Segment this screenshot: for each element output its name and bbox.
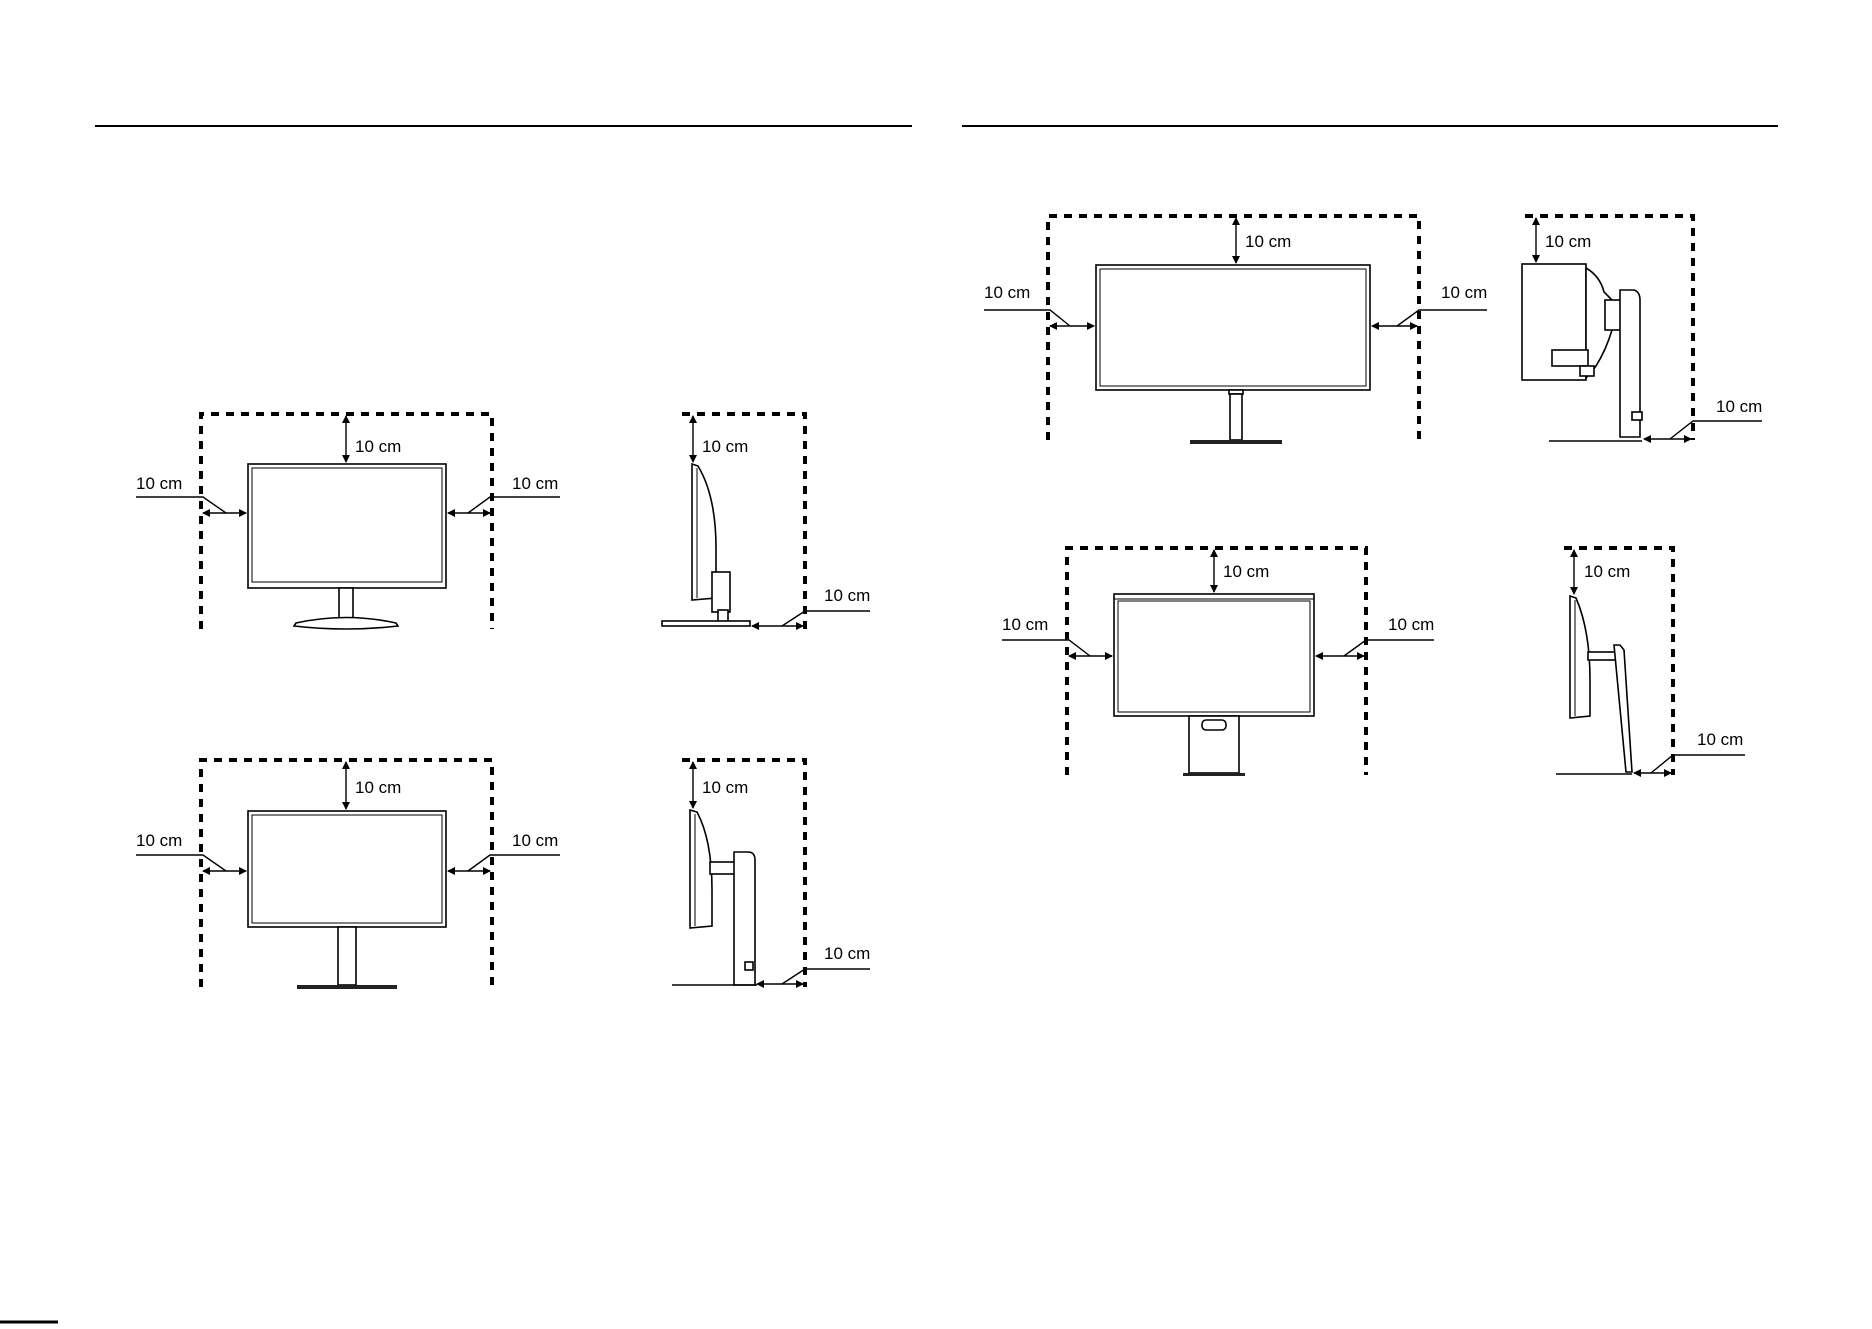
label-top: 10 cm [355, 437, 401, 456]
label-left: 10 cm [984, 283, 1030, 302]
label-right: 10 cm [824, 586, 870, 605]
leader-left [136, 497, 226, 513]
leader-right [782, 969, 870, 984]
label-top: 10 cm [1545, 232, 1591, 251]
diagram-right-ultrawide-front: 10 cm 10 cm 10 cm [984, 216, 1487, 444]
leader-left [1002, 640, 1090, 656]
label-top: 10 cm [1584, 562, 1630, 581]
monitor-side [662, 464, 750, 626]
monitor-front [248, 811, 446, 989]
diagram-right-ultrawide-side: 10 cm 10 cm [1522, 216, 1762, 441]
diagram-top-left-side: 10 cm 10 cm [662, 414, 870, 629]
monitor-front [248, 464, 446, 629]
diagram-bottom-left-front: 10 cm 10 cm 10 cm [136, 760, 560, 989]
label-top: 10 cm [702, 778, 748, 797]
label-left: 10 cm [136, 474, 182, 493]
diagram-right-pivot-side: 10 cm 10 cm [1556, 548, 1745, 775]
leader-left [984, 310, 1070, 326]
label-right: 10 cm [512, 474, 558, 493]
monitor-front [1096, 265, 1370, 444]
leader-right [468, 855, 560, 871]
diagram-top-left-front: 10 cm 10 cm 10 cm [136, 414, 560, 629]
label-right: 10 cm [1716, 397, 1762, 416]
label-right: 10 cm [1388, 615, 1434, 634]
label-left: 10 cm [1002, 615, 1048, 634]
monitor-side [672, 810, 757, 985]
label-right: 10 cm [512, 831, 558, 850]
leader-right [468, 497, 560, 513]
monitor-front [1114, 594, 1314, 776]
leader-right [1651, 755, 1745, 773]
label-right: 10 cm [1441, 283, 1487, 302]
leader-right [782, 611, 870, 626]
monitor-side [1556, 596, 1632, 774]
label-top: 10 cm [1223, 562, 1269, 581]
leader-left [136, 855, 226, 871]
diagram-bottom-left-side: 10 cm 10 cm [672, 760, 870, 987]
monitor-side [1522, 264, 1642, 441]
label-top: 10 cm [1245, 232, 1291, 251]
leader-right [1670, 421, 1762, 439]
label-right: 10 cm [1697, 730, 1743, 749]
leader-right [1397, 310, 1487, 326]
diagram-right-pivot-front: 10 cm 10 cm 10 cm [1002, 548, 1434, 776]
label-top: 10 cm [355, 778, 401, 797]
label-right: 10 cm [824, 944, 870, 963]
label-left: 10 cm [136, 831, 182, 850]
label-top: 10 cm [702, 437, 748, 456]
leader-right [1344, 640, 1434, 656]
